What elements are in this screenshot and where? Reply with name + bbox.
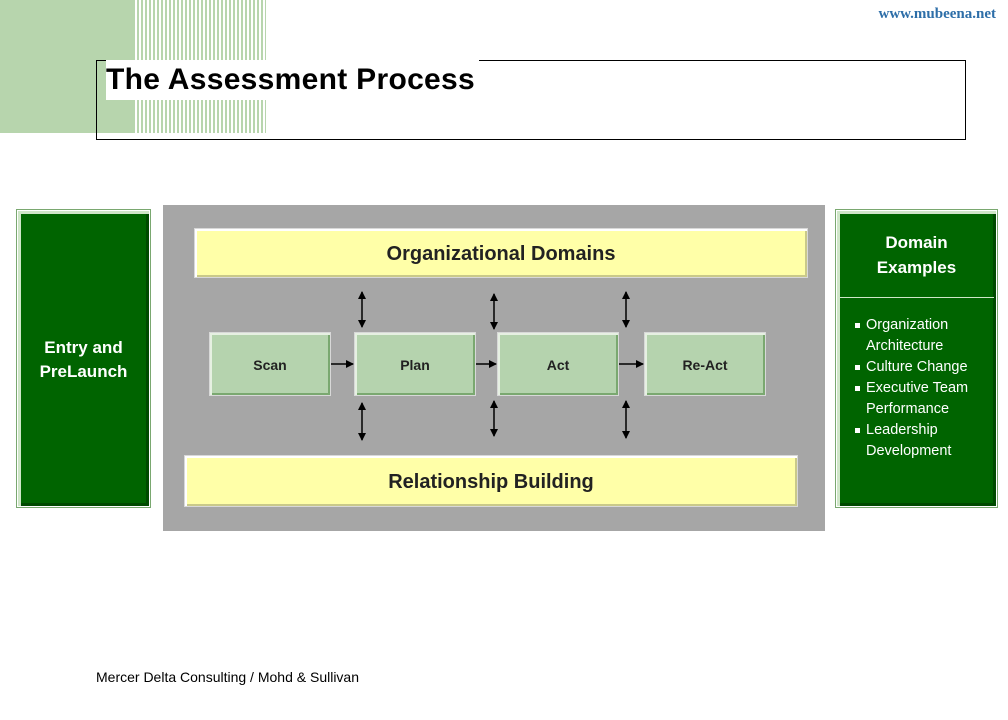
domain-examples-box: Domain Examples Organization Architectur… (835, 209, 998, 508)
organizational-domains-bar: Organizational Domains (194, 228, 808, 278)
entry-label-line1: Entry and (44, 338, 123, 357)
step-plan: Plan (354, 332, 476, 396)
domain-heading-line2: Examples (876, 258, 957, 277)
entry-label-line2: PreLaunch (39, 362, 128, 381)
step-scan: Scan (209, 332, 331, 396)
title-frame (96, 60, 966, 140)
relationship-building-bar: Relationship Building (184, 455, 798, 507)
list-item: Leadership Development (855, 420, 995, 462)
domain-heading-line1: Domain (885, 233, 948, 252)
list-item: Executive Team Performance (855, 378, 995, 420)
website-url[interactable]: www.mubeena.net (878, 6, 996, 22)
step-react: Re-Act (644, 332, 766, 396)
domain-examples-list: Organization Architecture Culture Change… (855, 315, 995, 462)
page-title: The Assessment Process (106, 60, 480, 100)
domain-divider (839, 297, 994, 298)
step-act: Act (497, 332, 619, 396)
entry-prelaunch-label: Entry and PreLaunch (18, 336, 149, 384)
footer-credit: Mercer Delta Consulting / Mohd & Sulliva… (96, 669, 360, 685)
domain-examples-heading: Domain Examples (837, 230, 996, 280)
list-item: Organization Architecture (855, 315, 995, 357)
entry-prelaunch-box: Entry and PreLaunch (16, 209, 151, 508)
list-item: Culture Change (855, 357, 995, 378)
